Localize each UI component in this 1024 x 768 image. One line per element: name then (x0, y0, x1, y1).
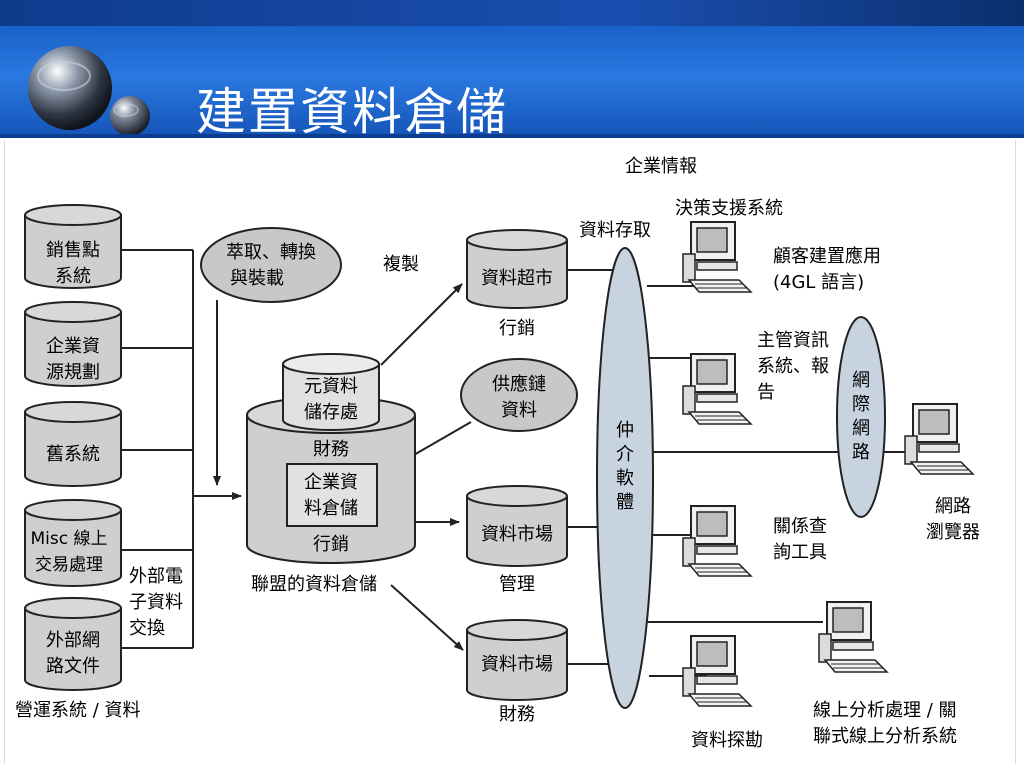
source-label: 系統 (55, 266, 91, 287)
source-system-misc-oltp: Misc 線上 交易處理 (24, 499, 122, 587)
middleware-ellipse: 仲 介 軟 體 (596, 247, 654, 709)
mart-mgmt-caption: 管理 (499, 574, 535, 595)
metadata-repository: 元資料 儲存處 (282, 353, 380, 431)
svg-text:資料市場: 資料市場 (481, 654, 553, 675)
header-rule (0, 134, 1024, 138)
source-system-erp: 企業資 源規劃 (24, 301, 122, 387)
replicate-label: 複製 (383, 254, 419, 275)
etl-ellipse: 萃取、轉換 與裝載 (200, 227, 342, 303)
source-label: 源規劃 (46, 362, 100, 383)
data-superstore: 資料超市 (466, 229, 568, 309)
svg-text:資料超市: 資料超市 (481, 268, 553, 289)
svg-text:儲存處: 儲存處 (304, 402, 358, 423)
data-mart-finance: 資料市場 (466, 619, 568, 701)
source-system-legacy: 舊系統 (24, 401, 122, 487)
business-intelligence-label: 企業情報 (625, 156, 697, 177)
source-label: 外部網 (46, 630, 100, 651)
olap-label: 線上分析處理 / 關 (813, 700, 957, 721)
page-title: 建置資料倉儲 (196, 83, 508, 141)
svg-text:外部電: 外部電 (129, 566, 183, 587)
eis-label: 告 (757, 382, 775, 403)
svg-text:萃取、轉換: 萃取、轉換 (226, 242, 316, 263)
svg-text:財務: 財務 (313, 439, 349, 460)
globe-logo-icon (28, 46, 150, 136)
eis-label: 系統、報 (757, 356, 829, 377)
custom-app-label: 顧客建置應用 (773, 245, 881, 267)
data-access-label: 資料存取 (579, 220, 651, 241)
source-label: 銷售點 (46, 240, 100, 261)
source-label: 企業資 (46, 336, 100, 357)
data-warehouse-diagram: 銷售點 系統 企業資 源規劃 舊系統 Misc 線上 交易處理 外部網 路文件 … (15, 156, 980, 751)
source-system-external-docs: 外部網 路文件 (24, 597, 122, 691)
data-mining-label: 資料探勘 (691, 730, 763, 751)
svg-text:路: 路 (852, 442, 870, 463)
computer-icon (904, 403, 974, 475)
svg-text:資料: 資料 (501, 400, 537, 421)
svg-text:軟: 軟 (616, 468, 634, 489)
sources-caption: 營運系統 / 資料 (15, 700, 141, 721)
source-label: 交易處理 (35, 555, 103, 575)
svg-text:與裝載: 與裝載 (230, 268, 284, 289)
source-label: 路文件 (46, 656, 100, 677)
custom-app-label: (4GL 語言) (773, 272, 864, 293)
browser-label: 網路 (935, 496, 971, 517)
supply-chain-ellipse: 供應鏈 資料 (460, 358, 578, 432)
mart-fin-caption: 財務 (499, 704, 535, 725)
internet-ellipse: 網 際 網 路 (836, 316, 886, 518)
source-label: Misc 線上 (31, 529, 108, 549)
svg-text:子資料: 子資料 (129, 592, 183, 613)
svg-text:仲: 仲 (616, 420, 634, 441)
superstore-caption: 行銷 (499, 318, 535, 339)
svg-text:行銷: 行銷 (313, 534, 349, 555)
svg-text:資料市場: 資料市場 (481, 524, 553, 545)
svg-text:介: 介 (616, 444, 634, 465)
eis-label: 主管資訊 (757, 330, 829, 351)
edi-label: 外部電 子資料 交換 (129, 566, 183, 639)
query-tool-label: 關係查 (773, 516, 827, 537)
source-label: 舊系統 (46, 444, 100, 465)
computer-icon (682, 221, 752, 293)
svg-text:元資料: 元資料 (304, 376, 358, 397)
source-connectors (121, 249, 242, 649)
diagram-panel: 銷售點 系統 企業資 源規劃 舊系統 Misc 線上 交易處理 外部網 路文件 … (4, 140, 1016, 764)
top-band (0, 0, 1024, 26)
svg-text:網: 網 (852, 370, 870, 391)
data-mart-management: 資料市場 (466, 485, 568, 567)
svg-text:料倉儲: 料倉儲 (304, 498, 358, 519)
svg-text:供應鏈: 供應鏈 (492, 373, 546, 395)
browser-label: 瀏覽器 (926, 522, 980, 543)
computer-icon (682, 353, 752, 425)
svg-text:網: 網 (852, 418, 870, 439)
svg-text:企業資: 企業資 (304, 472, 358, 493)
svg-text:體: 體 (616, 492, 634, 513)
olap-label: 聯式線上分析系統 (813, 726, 957, 747)
query-tool-label: 詢工具 (773, 542, 827, 563)
dss-label: 決策支援系統 (675, 198, 783, 219)
slide-header: 建置資料倉儲 (0, 26, 1024, 141)
source-system-pos: 銷售點 系統 (24, 204, 122, 289)
computer-icon (682, 505, 752, 577)
computer-icon (682, 635, 752, 707)
svg-text:交換: 交換 (129, 618, 165, 639)
svg-text:際: 際 (852, 394, 870, 415)
computer-icon (818, 601, 888, 673)
warehouse-caption: 聯盟的資料倉儲 (251, 574, 377, 595)
